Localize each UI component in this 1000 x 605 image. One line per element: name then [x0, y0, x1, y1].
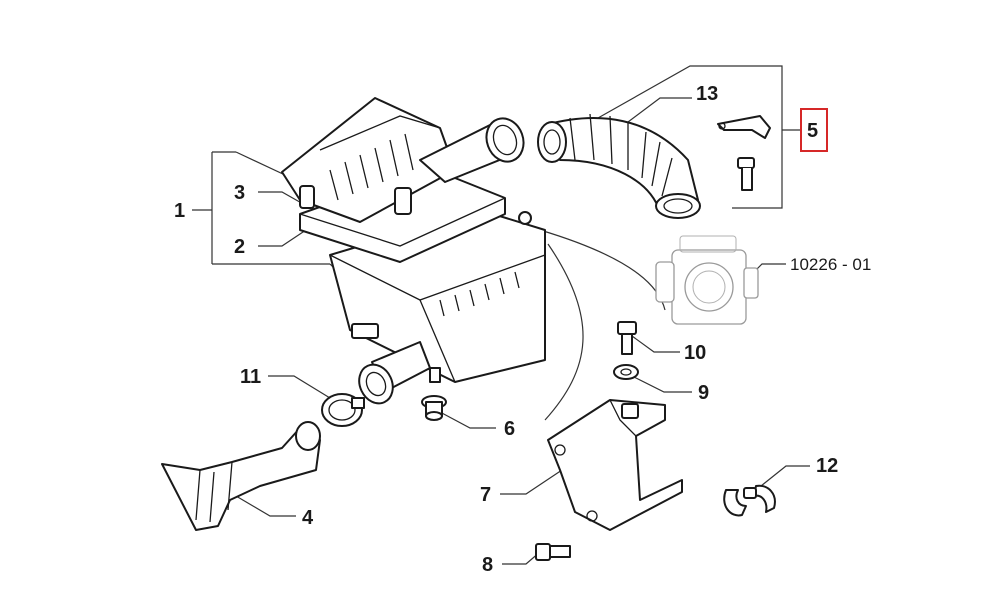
part-5-components — [717, 115, 771, 191]
washer-9 — [613, 364, 639, 380]
intake-duct-4 — [161, 421, 321, 531]
callout-9: 9 — [698, 382, 709, 404]
part-5-highlight-box — [800, 108, 828, 152]
callout-13: 13 — [696, 83, 718, 105]
callout-labels: 1 2 3 4 5 6 7 8 9 10 11 12 13 10226 - 01 — [174, 83, 871, 576]
callout-6: 6 — [504, 418, 515, 440]
bolt-8 — [535, 543, 571, 561]
intake-hose — [537, 113, 701, 219]
callout-7: 7 — [480, 484, 491, 506]
callout-3: 3 — [234, 182, 245, 204]
callout-12: 12 — [816, 455, 838, 477]
callout-11: 11 — [240, 366, 261, 388]
clamp-11 — [321, 393, 365, 427]
throttle-body-reference — [655, 235, 759, 325]
air-filter-housing — [281, 97, 546, 405]
grommet-6 — [421, 395, 447, 421]
callout-10: 10 — [684, 342, 706, 364]
callout-reference: 10226 - 01 — [790, 255, 871, 274]
clip-12 — [723, 484, 776, 517]
callout-5: 5 — [807, 120, 818, 142]
callout-2: 2 — [234, 236, 245, 258]
callout-1: 1 — [174, 200, 185, 222]
bracket-7 — [547, 399, 683, 531]
callout-8: 8 — [482, 554, 493, 576]
callout-4: 4 — [302, 507, 314, 529]
bolt-10 — [617, 321, 637, 355]
